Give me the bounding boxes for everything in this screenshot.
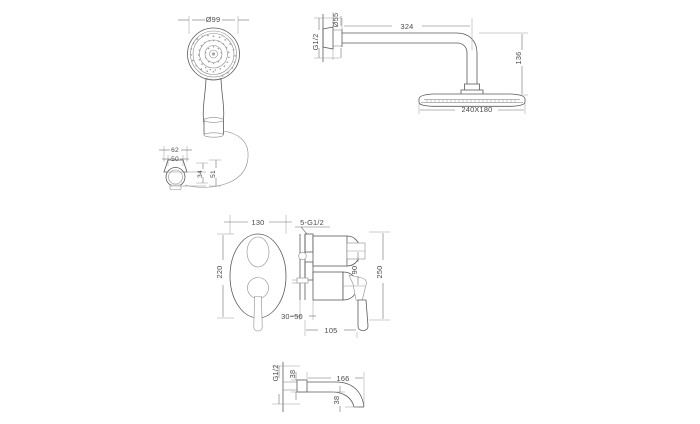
label-spout-rise: 38 (288, 370, 297, 379)
holder-body (163, 159, 206, 190)
label-overhead-inlet: G1/2 (311, 34, 320, 51)
handshower-head (187, 27, 240, 81)
label-holder-51: 51 (210, 170, 217, 178)
dimension-holder-34 (196, 162, 208, 184)
label-mixer-height: 220 (215, 266, 224, 279)
dimension-handshower-diameter (178, 16, 249, 34)
overhead-shower-arm (342, 32, 478, 87)
dimension-mixer-height (217, 233, 234, 319)
label-mixer-ports: 5-G1/2 (300, 218, 324, 227)
dimension-mixer-body-90 (343, 250, 365, 287)
label-overhead-flange-diameter: Ø55 (331, 13, 340, 28)
overhead-head-joint (460, 83, 484, 96)
label-holder-34: 34 (197, 170, 204, 178)
view-bath-spout (272, 362, 365, 412)
dimension-holder-51 (209, 159, 221, 187)
overhead-head-nozzle-band (426, 99, 516, 103)
dimension-mixer-total-250 (369, 231, 390, 321)
dimension-overhead-arm-length (341, 18, 473, 50)
dimension-mixer-width (224, 215, 292, 234)
label-overhead-head-size: 240X180 (462, 105, 493, 114)
dimension-holder-62 (159, 146, 192, 162)
label-mixer-projection: 105 (325, 326, 338, 335)
view-mixer-front (217, 215, 292, 332)
label-overhead-drop: 136 (514, 52, 523, 65)
label-mixer-depth: 30~50 (281, 312, 303, 321)
mixer-body-lower (312, 271, 369, 331)
dimension-overhead-head-size (418, 103, 526, 114)
label-handshower-diameter: Ø99 (206, 15, 221, 24)
dimension-mixer-ports-leader (295, 226, 330, 235)
dimension-overhead-flange (332, 12, 342, 60)
label-mixer-body-height: 90 (350, 266, 359, 275)
overhead-wall-flange (322, 26, 343, 50)
label-spout-inlet: G1/2 (271, 365, 280, 382)
label-mixer-total-height: 250 (375, 266, 384, 279)
label-mixer-width: 130 (252, 218, 265, 227)
spout-body (283, 379, 365, 408)
label-holder-62: 62 (171, 147, 179, 154)
overhead-rain-head (418, 93, 526, 107)
label-spout-drop: 38 (332, 396, 341, 405)
view-hose-outlet-holder (159, 146, 221, 190)
mixer-faceplate (229, 233, 287, 332)
label-holder-50: 50 (171, 156, 179, 163)
view-overhead-shower (314, 12, 528, 114)
view-mixer-side (290, 226, 390, 338)
handshower-handle (202, 77, 225, 138)
dimension-mixer-depth (290, 300, 316, 320)
label-spout-projection: 166 (337, 374, 350, 383)
view-handshower (178, 16, 249, 188)
handshower-nozzles (190, 34, 236, 77)
shower-hose (184, 130, 249, 188)
dimension-spout-drop (331, 386, 358, 412)
dimension-spout-projection (306, 372, 365, 405)
dimension-mixer-projection (304, 320, 358, 338)
mixer-rough-in-box (292, 233, 314, 300)
label-overhead-arm-length: 324 (401, 22, 414, 31)
